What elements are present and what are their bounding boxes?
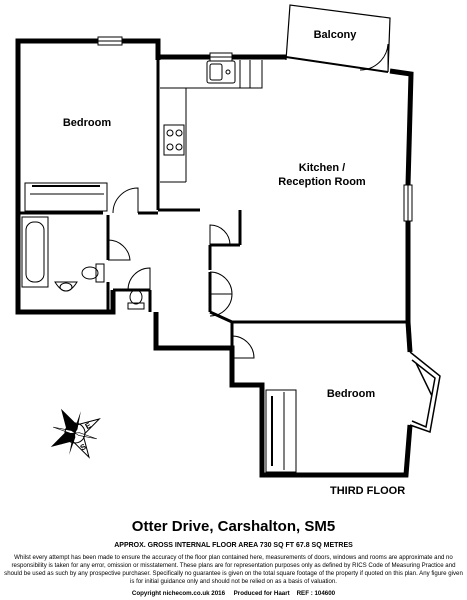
doors bbox=[107, 187, 255, 359]
balcony-outline bbox=[285, 4, 391, 73]
room-label-kitchen: Kitchen / Reception Room bbox=[262, 161, 382, 189]
outer-walls bbox=[15, 38, 414, 478]
bedroom1-wardrobe bbox=[24, 182, 108, 212]
windows bbox=[97, 36, 413, 222]
kitchen-units bbox=[160, 60, 263, 183]
compass-icon: N E S W bbox=[50, 408, 101, 459]
compass-w: W bbox=[57, 435, 68, 447]
bedroom2-wardrobe bbox=[265, 389, 297, 473]
room-label-kitchen-line-2: Reception Room bbox=[278, 176, 366, 188]
footer-produced: Produced for Haart bbox=[233, 590, 290, 597]
footer: Copyright nichecom.co.uk 2016 Produced f… bbox=[0, 590, 467, 597]
floor-label: THIRD FLOOR bbox=[330, 485, 406, 497]
compass-e: E bbox=[84, 420, 94, 431]
internal-walls bbox=[18, 58, 408, 348]
compass-s: S bbox=[79, 442, 89, 453]
disclaimer-text: Whilst every attempt has been made to en… bbox=[4, 554, 463, 585]
room-label-balcony: Balcony bbox=[313, 29, 357, 41]
floor-area: APPROX. GROSS INTERNAL FLOOR AREA 730 SQ… bbox=[114, 542, 353, 549]
bath-icon bbox=[21, 216, 49, 288]
basin-icon bbox=[54, 281, 78, 292]
hob-icon bbox=[163, 124, 185, 156]
sink-icon bbox=[206, 60, 236, 84]
room-label-kitchen-line-1: Kitchen / bbox=[298, 162, 346, 174]
room-label-bedroom-1: Bedroom bbox=[62, 117, 112, 129]
footer-copyright: Copyright nichecom.co.uk 2016 bbox=[131, 590, 226, 597]
footer-ref: REF : 104600 bbox=[296, 590, 336, 597]
balcony-door bbox=[359, 43, 389, 72]
compass-n: N bbox=[63, 415, 73, 426]
toilet-icon bbox=[81, 263, 105, 283]
bay-window bbox=[409, 351, 441, 433]
property-address: Otter Drive, Carshalton, SM5 bbox=[131, 518, 336, 535]
wc-toilet-icon bbox=[127, 289, 145, 310]
room-label-bedroom-2: Bedroom bbox=[326, 388, 376, 400]
